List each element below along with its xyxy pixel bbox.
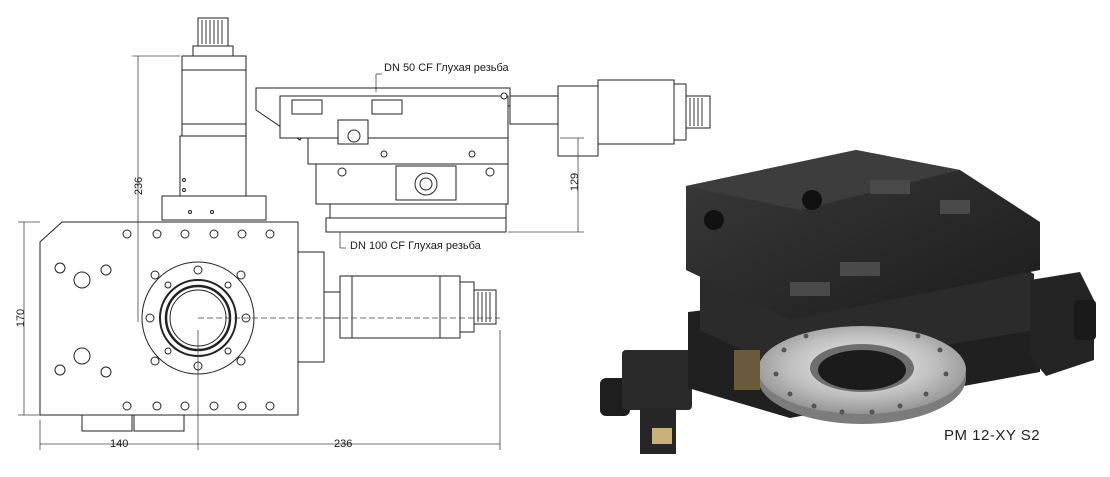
dim-bottom-236: 236 xyxy=(334,438,353,450)
dim-height-129: 129 xyxy=(569,172,582,192)
callout-dn100: DN 100 CF Глухая резьба xyxy=(350,240,481,252)
product-photo xyxy=(600,150,1096,454)
top-view-drawing xyxy=(39,17,497,432)
dim-width-170: 170 xyxy=(15,308,28,328)
model-label: PM 12-XY S2 xyxy=(944,427,1041,444)
side-dimension-lines xyxy=(339,73,584,249)
dimension-lines xyxy=(18,55,501,450)
dim-bottom-140: 140 xyxy=(110,438,129,450)
dim-height-236: 236 xyxy=(133,176,146,196)
side-view-drawing xyxy=(255,79,711,233)
callout-dn50: DN 50 CF Глухая резьба xyxy=(384,62,509,74)
